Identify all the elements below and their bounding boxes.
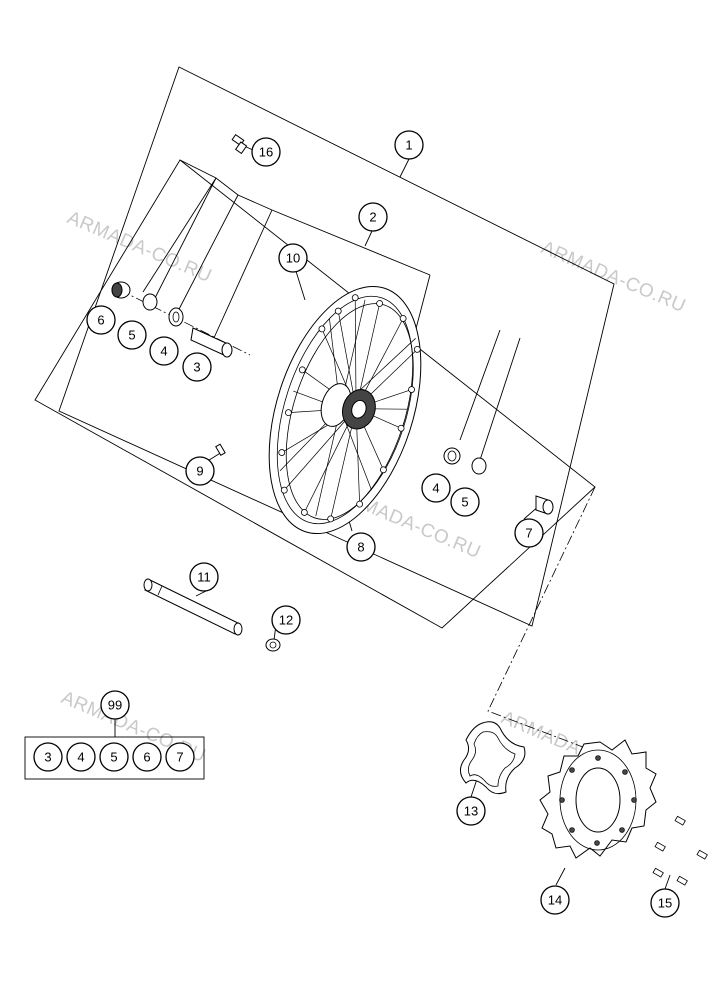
kit-box <box>24 736 205 780</box>
svg-text:4: 4 <box>432 481 439 496</box>
callout-7[interactable]: 7 <box>514 518 544 548</box>
kit-item-2[interactable]: 4 <box>66 742 96 772</box>
spoke-nipples <box>278 294 421 523</box>
svg-text:6: 6 <box>97 313 104 328</box>
svg-text:99: 99 <box>108 698 122 713</box>
assembly-frame-2 <box>34 159 596 629</box>
callout-4b[interactable]: 4 <box>421 473 451 503</box>
disc-bolts <box>652 815 708 886</box>
svg-text:10: 10 <box>286 251 300 266</box>
axis-centerline <box>487 486 597 753</box>
svg-text:3: 3 <box>44 750 51 765</box>
callout-12[interactable]: 12 <box>271 605 301 635</box>
disc-carrier <box>460 721 526 795</box>
svg-text:4: 4 <box>160 344 167 359</box>
kit-frame <box>24 736 205 780</box>
svg-text:8: 8 <box>357 540 364 555</box>
svg-text:7: 7 <box>176 750 183 765</box>
callout-9[interactable]: 9 <box>185 456 215 486</box>
svg-text:9: 9 <box>196 464 203 479</box>
callout-13[interactable]: 13 <box>456 796 486 826</box>
svg-text:2: 2 <box>369 210 376 225</box>
callout-6[interactable]: 6 <box>86 305 116 335</box>
callout-2[interactable]: 2 <box>358 202 388 232</box>
bolt-16 <box>231 133 248 155</box>
callout-10[interactable]: 10 <box>278 243 308 273</box>
svg-text:5: 5 <box>110 750 117 765</box>
callout-5b[interactable]: 5 <box>450 487 480 517</box>
svg-text:14: 14 <box>548 893 562 908</box>
svg-text:13: 13 <box>464 804 478 819</box>
kit-item-5[interactable]: 7 <box>165 742 195 772</box>
callout-8[interactable]: 8 <box>346 532 376 562</box>
svg-text:12: 12 <box>279 613 293 628</box>
svg-text:3: 3 <box>193 360 200 375</box>
svg-text:7: 7 <box>525 526 532 541</box>
callouts: 1 2 10 16 6 5 4 3 9 4 5 7 8 11 12 13 14 … <box>86 130 680 918</box>
svg-text:5: 5 <box>461 495 468 510</box>
brake-disc <box>539 739 657 859</box>
watermark-1: ARMADA-CO.RU <box>64 207 215 287</box>
kit-item-1[interactable]: 3 <box>33 742 63 772</box>
callout-11[interactable]: 11 <box>189 562 219 592</box>
axle <box>143 578 243 636</box>
callout-1[interactable]: 1 <box>394 130 424 160</box>
svg-text:15: 15 <box>658 896 672 911</box>
callout-16[interactable]: 16 <box>251 137 281 167</box>
left-side-parts <box>111 281 233 358</box>
svg-text:4: 4 <box>77 750 84 765</box>
svg-text:16: 16 <box>259 145 273 160</box>
callout-5[interactable]: 5 <box>117 320 147 350</box>
callout-3[interactable]: 3 <box>182 352 212 382</box>
svg-text:6: 6 <box>143 750 150 765</box>
callout-99[interactable]: 99 <box>100 690 130 720</box>
group-frames <box>34 66 615 753</box>
right-side-parts <box>443 447 554 515</box>
axle-nut <box>265 638 281 652</box>
kit-items: 3 4 5 6 7 <box>33 742 195 772</box>
svg-text:5: 5 <box>128 328 135 343</box>
kit-item-3[interactable]: 5 <box>99 742 129 772</box>
watermark-2: ARMADA-CO.RU <box>538 237 689 317</box>
spoked-wheel <box>268 285 422 535</box>
callout-4[interactable]: 4 <box>149 336 179 366</box>
svg-text:1: 1 <box>405 138 412 153</box>
callout-15[interactable]: 15 <box>650 888 680 918</box>
callout-14[interactable]: 14 <box>540 885 570 915</box>
svg-text:11: 11 <box>197 570 211 585</box>
rim-valve <box>215 443 226 457</box>
kit-item-4[interactable]: 6 <box>132 742 162 772</box>
assembly-frame-1 <box>58 66 615 627</box>
